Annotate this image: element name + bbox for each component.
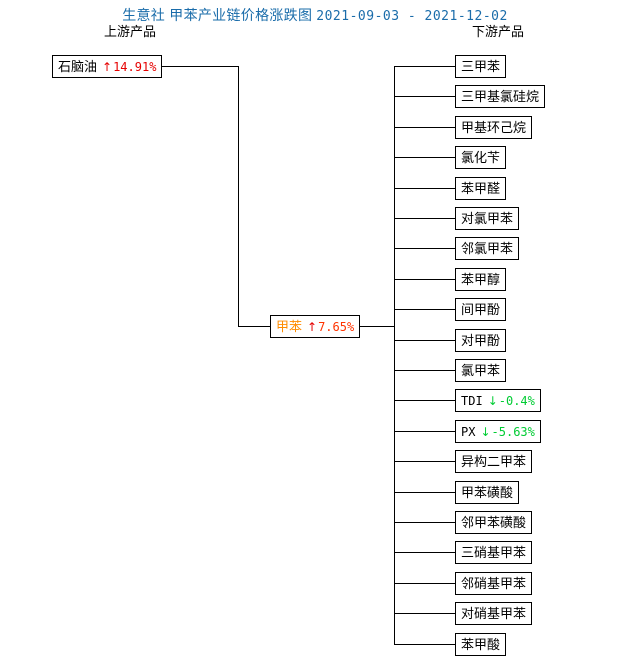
connector-stub	[394, 583, 455, 584]
node-downstream-4[interactable]: 氯化苄	[455, 146, 507, 169]
node-change-value: -5.63%	[491, 425, 535, 439]
node-label: PX	[461, 425, 476, 439]
node-change-value: 7.65%	[318, 320, 355, 334]
connector-stub	[394, 218, 455, 219]
node-label: 氯化苄	[461, 150, 501, 165]
connector-stub	[394, 66, 455, 67]
node-downstream-20[interactable]: 苯甲酸	[455, 633, 507, 656]
node-label: 对甲酚	[461, 333, 501, 348]
node-label: 邻甲苯磺酸	[461, 515, 527, 530]
connector-stub	[394, 340, 455, 341]
node-downstream-3[interactable]: 甲基环己烷	[455, 116, 533, 139]
node-label: 邻氯甲苯	[461, 241, 514, 256]
node-downstream-6[interactable]: 对氯甲苯	[455, 207, 520, 230]
node-change: ↑7.65%	[302, 320, 354, 334]
connector-stub	[394, 522, 455, 523]
node-label: 邻硝基甲苯	[461, 576, 527, 591]
connector-center-to-trunk	[360, 326, 394, 327]
node-change: ↓-0.4%	[483, 394, 535, 408]
node-label: 三硝基甲苯	[461, 545, 527, 560]
connector-stub	[394, 96, 455, 97]
node-label: 石脑油	[58, 59, 98, 74]
node-label: 氯甲苯	[461, 363, 501, 378]
connector-stub	[394, 644, 455, 645]
node-label: 甲基环己烷	[461, 120, 527, 135]
connector-stub	[394, 552, 455, 553]
node-downstream-10[interactable]: 对甲酚	[455, 329, 507, 352]
node-label: 对氯甲苯	[461, 211, 514, 226]
node-center-toluene[interactable]: 甲苯↑7.65%	[270, 315, 361, 338]
connector-upstream-horizontal	[162, 66, 238, 67]
node-label: TDI	[461, 394, 483, 408]
node-downstream-14[interactable]: 异构二甲苯	[455, 450, 533, 473]
connector-stub	[394, 400, 455, 401]
connector-stub	[394, 248, 455, 249]
connector-stub	[394, 127, 455, 128]
connector-stub	[394, 431, 455, 432]
node-downstream-11[interactable]: 氯甲苯	[455, 359, 507, 382]
node-downstream-1[interactable]: 三甲苯	[455, 55, 507, 78]
node-label: 苯甲醇	[461, 272, 501, 287]
node-change-value: -0.4%	[498, 394, 535, 408]
node-label: 异构二甲苯	[461, 454, 527, 469]
node-downstream-7[interactable]: 邻氯甲苯	[455, 237, 520, 260]
connector-stub	[394, 613, 455, 614]
connector-stub	[394, 279, 455, 280]
node-label: 间甲酚	[461, 302, 501, 317]
connector-stub	[394, 309, 455, 310]
arrow-up-icon: ↑	[307, 320, 318, 334]
connector-upstream-to-center	[238, 326, 270, 327]
connector-stub	[394, 157, 455, 158]
arrow-up-icon: ↑	[102, 60, 113, 74]
node-label: 苯甲酸	[461, 637, 501, 652]
node-label: 三甲苯	[461, 59, 501, 74]
node-change: ↓-5.63%	[475, 425, 534, 439]
upstream-column-header: 上游产品	[103, 24, 156, 39]
connector-upstream-vertical	[238, 66, 239, 326]
node-downstream-19[interactable]: 对硝基甲苯	[455, 602, 533, 625]
node-change-value: 14.91%	[113, 60, 157, 74]
connector-trunk-downstream	[394, 66, 395, 644]
arrow-down-icon: ↓	[487, 394, 498, 408]
node-downstream-12[interactable]: TDI↓-0.4%	[455, 389, 541, 412]
connector-stub	[394, 461, 455, 462]
node-downstream-9[interactable]: 间甲酚	[455, 298, 507, 321]
node-downstream-17[interactable]: 三硝基甲苯	[455, 541, 533, 564]
arrow-down-icon: ↓	[480, 425, 491, 439]
node-downstream-2[interactable]: 三甲基氯硅烷	[455, 85, 546, 108]
node-upstream-naphtha[interactable]: 石脑油↑14.91%	[52, 55, 163, 78]
node-label: 甲苯磺酸	[461, 485, 514, 500]
node-label: 苯甲醛	[461, 181, 501, 196]
downstream-column-header: 下游产品	[471, 24, 524, 39]
node-downstream-15[interactable]: 甲苯磺酸	[455, 481, 520, 504]
connector-stub	[394, 370, 455, 371]
title-date-range: 2021-09-03 - 2021-12-02	[316, 9, 508, 24]
node-downstream-8[interactable]: 苯甲醇	[455, 268, 507, 291]
node-downstream-5[interactable]: 苯甲醛	[455, 177, 507, 200]
node-downstream-18[interactable]: 邻硝基甲苯	[455, 572, 533, 595]
node-change: ↑14.91%	[97, 60, 156, 74]
node-label: 三甲基氯硅烷	[461, 89, 540, 104]
title-text: 生意社 甲苯产业链价格涨跌图	[122, 7, 313, 23]
connector-stub	[394, 492, 455, 493]
node-downstream-16[interactable]: 邻甲苯磺酸	[455, 511, 533, 534]
node-label: 甲苯	[276, 319, 303, 334]
node-downstream-13[interactable]: PX↓-5.63%	[455, 420, 541, 443]
node-label: 对硝基甲苯	[461, 606, 527, 621]
connector-stub	[394, 188, 455, 189]
